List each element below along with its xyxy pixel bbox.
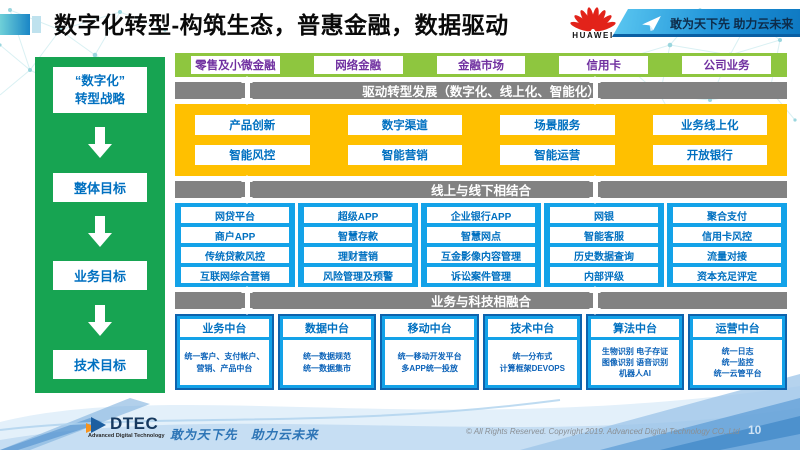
channel-cell: 商户APP [181, 227, 289, 243]
platform-title: 数据中台 [282, 319, 372, 337]
platform-column: 数据中台 统一数据规范 统一数据集市 [277, 314, 377, 390]
divider-label: 驱动转型发展（数字化、线上化、智能化） [362, 85, 600, 99]
down-arrow-icon [88, 215, 112, 247]
channel-cell: 网银 [550, 207, 658, 223]
platform-column: 技术中台 统一分布式 计算框架DEVOPS [482, 314, 582, 390]
channel-grid: 网贷平台 商户APP 传统贷款风控 互联网综合营销 超级APP 智慧存款 理财营… [175, 203, 787, 287]
channel-cell: 诉讼案件管理 [427, 267, 535, 283]
huawei-flower-icon [570, 7, 616, 32]
adtec-tagline: Advanced Digital Technology [88, 433, 165, 439]
title-accent-bar [32, 16, 41, 33]
adtec-logo-icon [86, 416, 108, 433]
channel-cell: 资本充足评定 [673, 267, 781, 283]
channel-cell: 内部评级 [550, 267, 658, 283]
adtec-wordmark: DTEC [110, 414, 159, 433]
divider-business-tech: 业务与科技相融合 [175, 286, 787, 315]
channel-cell: 智慧网点 [427, 227, 535, 243]
down-arrow-icon [88, 127, 112, 159]
platform-title: 技术中台 [487, 319, 577, 337]
platform-desc: 统一客户、支付帐户、营销、产品中台 [180, 340, 269, 385]
capability-cell: 智能风控 [195, 145, 310, 165]
sidebar-item-business-goal: 业务目标 [53, 261, 147, 291]
page-number: 10 [748, 423, 762, 437]
channel-column: 网银 智能客服 历史数据查询 内部评级 [544, 203, 664, 287]
double-arrow-icon [241, 76, 254, 105]
ribbon-slogan-text: 敢为天下先 助力云未来 [670, 16, 794, 31]
huawei-logo: HUAWEI [566, 1, 620, 40]
double-arrow-icon [589, 286, 602, 315]
double-arrow-icon [241, 286, 254, 315]
business-line-cell: 网络金融 [313, 56, 403, 74]
channel-cell: 智能客服 [550, 227, 658, 243]
divider-label: 业务与科技相融合 [430, 295, 531, 309]
platform-grid: 业务中台 统一客户、支付帐户、营销、产品中台 数据中台 统一数据规范 统一数据集… [175, 314, 787, 390]
huawei-wordmark: HUAWEI [572, 31, 614, 40]
platform-column: 业务中台 统一客户、支付帐户、营销、产品中台 [175, 314, 274, 390]
page-title: 数字化转型-构筑生态，普惠金融，数据驱动 [54, 12, 509, 38]
architecture-diagram: 零售及小微金融 网络金融 金融市场 信用卡 公司业务 驱动转型发展（数字化、线上… [175, 53, 787, 390]
channel-cell: 企业银行APP [427, 207, 535, 223]
double-arrow-icon [589, 76, 602, 105]
slogan-ribbon: 敢为天下先 助力云未来 [612, 9, 800, 37]
business-line-cell: 金融市场 [436, 56, 526, 74]
capability-cell: 开放银行 [652, 145, 767, 165]
divider-online-offline: 线上与线下相结合 [175, 175, 787, 204]
platform-desc: 统一数据规范 统一数据集市 [282, 340, 372, 385]
title-accent-square [0, 14, 30, 35]
channel-cell: 理财营销 [304, 247, 412, 263]
platform-column: 算法中台 生物识别 电子存证 图像识别 语音识别 机器人AI [585, 314, 685, 390]
divider-drive-transformation: 驱动转型发展（数字化、线上化、智能化） [175, 76, 787, 105]
channel-cell: 传统贷款风控 [181, 247, 289, 263]
platform-column: 运营中台 统一日志 统一监控 统一云管平台 [688, 314, 787, 390]
footer-slogan: 敢为天下先 助力云未来 [170, 428, 319, 442]
platform-column: 移动中台 统一移动开发平台 多APP统一投放 [380, 314, 479, 390]
business-line-cell: 公司业务 [682, 56, 771, 74]
channel-cell: 网贷平台 [181, 207, 289, 223]
channel-cell: 风险管理及预警 [304, 267, 412, 283]
capability-cell: 产品创新 [195, 115, 310, 135]
platform-title: 移动中台 [385, 319, 474, 337]
channel-cell: 流量对接 [673, 247, 781, 263]
capability-cell: 场景服务 [500, 115, 615, 135]
platform-desc: 统一移动开发平台 多APP统一投放 [385, 340, 474, 385]
platform-desc: 统一日志 统一监控 统一云管平台 [693, 340, 782, 385]
channel-cell: 信用卡风控 [673, 227, 781, 243]
channel-column: 聚合支付 信用卡风控 流量对接 资本充足评定 [667, 203, 787, 287]
capability-cell: 数字渠道 [347, 115, 462, 135]
channel-column: 超级APP 智慧存款 理财营销 风险管理及预警 [298, 203, 418, 287]
divider-label: 线上与线下相结合 [430, 184, 531, 198]
channel-cell: 智慧存款 [304, 227, 412, 243]
sidebar-item-strategy: “数字化” 转型战略 [53, 67, 147, 113]
double-arrow-icon [241, 175, 254, 204]
channel-cell: 互金影像内容管理 [427, 247, 535, 263]
platform-desc: 生物识别 电子存证 图像识别 语音识别 机器人AI [590, 340, 680, 385]
capability-cell: 智能营销 [347, 145, 462, 165]
platform-title: 业务中台 [180, 319, 269, 337]
strategy-sidebar: “数字化” 转型战略 整体目标 业务目标 技术目标 [35, 57, 165, 393]
double-arrow-icon [589, 175, 602, 204]
platform-title: 运营中台 [693, 319, 782, 337]
down-arrow-icon [88, 304, 112, 336]
business-lines-row: 零售及小微金融 网络金融 金融市场 信用卡 公司业务 [175, 53, 787, 77]
channel-cell: 聚合支付 [673, 207, 781, 223]
platform-title: 算法中台 [590, 319, 680, 337]
capability-cell: 智能运营 [500, 145, 615, 165]
sidebar-item-tech-goal: 技术目标 [53, 349, 147, 379]
capability-cell: 业务线上化 [652, 115, 767, 135]
adtec-logo: DTEC Advanced Digital Technology [86, 414, 165, 439]
business-line-cell: 零售及小微金融 [191, 56, 280, 74]
channel-cell: 历史数据查询 [550, 247, 658, 263]
platform-desc: 统一分布式 计算框架DEVOPS [487, 340, 577, 385]
channel-cell: 互联网综合营销 [181, 267, 289, 283]
capability-block: 产品创新 数字渠道 场景服务 业务线上化 智能风控 智能营销 智能运营 开放银行 [175, 104, 787, 176]
sidebar-item-overall-goal: 整体目标 [53, 172, 147, 202]
paper-plane-icon [642, 15, 661, 31]
channel-cell: 超级APP [304, 207, 412, 223]
channel-column: 网贷平台 商户APP 传统贷款风控 互联网综合营销 [175, 203, 295, 287]
copyright-text: © All Rights Reserved. Copyright 2019. A… [466, 427, 740, 436]
business-line-cell: 信用卡 [559, 56, 649, 74]
channel-column: 企业银行APP 智慧网点 互金影像内容管理 诉讼案件管理 [421, 203, 541, 287]
